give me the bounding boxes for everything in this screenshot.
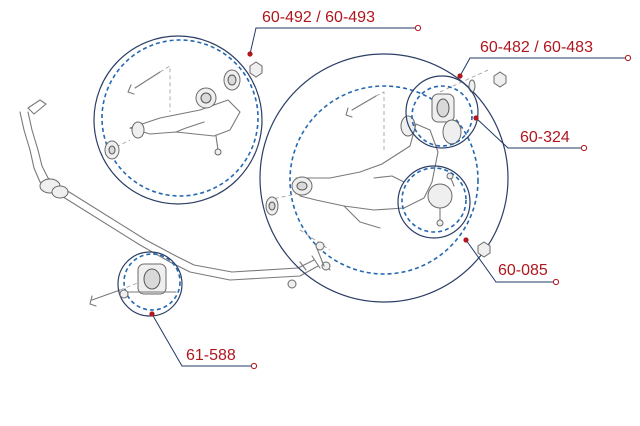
upper-arm-part-number: 60-492 / 60-493: [262, 9, 375, 26]
stabilizer-bushing-part-number: 61-588: [186, 347, 236, 364]
bushing-part-number: 60-324: [520, 129, 570, 146]
bushing-highlight-circle: [411, 85, 473, 147]
stabilizer-bar-drawing: [19, 99, 331, 307]
lower-arm-outline-circle: [259, 53, 509, 303]
callout-bushing: 60-324: [473, 115, 588, 152]
callout-lower-arm: 60-482 / 60-483: [457, 39, 632, 79]
stabilizer-bushing-outline-circle: [117, 251, 183, 317]
stabilizer-bushing-group: [117, 251, 183, 317]
upper-arm-outline-circle: [93, 35, 263, 205]
lower-arm-highlight-circle: [289, 85, 479, 275]
bushing-outline-circle: [405, 75, 479, 149]
ball-joint-outline-circle: [397, 165, 471, 239]
lower-arm-group: [259, 53, 509, 303]
lower-arm-part-number: 60-482 / 60-483: [480, 39, 593, 56]
callout-stabilizer-bushing: 61-588: [149, 311, 258, 370]
ball-joint-highlight-circle: [401, 167, 467, 233]
callout-upper-arm: 60-492 / 60-493: [247, 9, 422, 57]
stabilizer-bushing-highlight-circle: [123, 253, 181, 311]
ball-joint-part-number: 60-085: [498, 262, 548, 279]
callout-ball-joint: 60-085: [463, 237, 560, 286]
upper-arm-highlight-circle: [101, 39, 259, 197]
upper-arm-group: [93, 35, 263, 205]
